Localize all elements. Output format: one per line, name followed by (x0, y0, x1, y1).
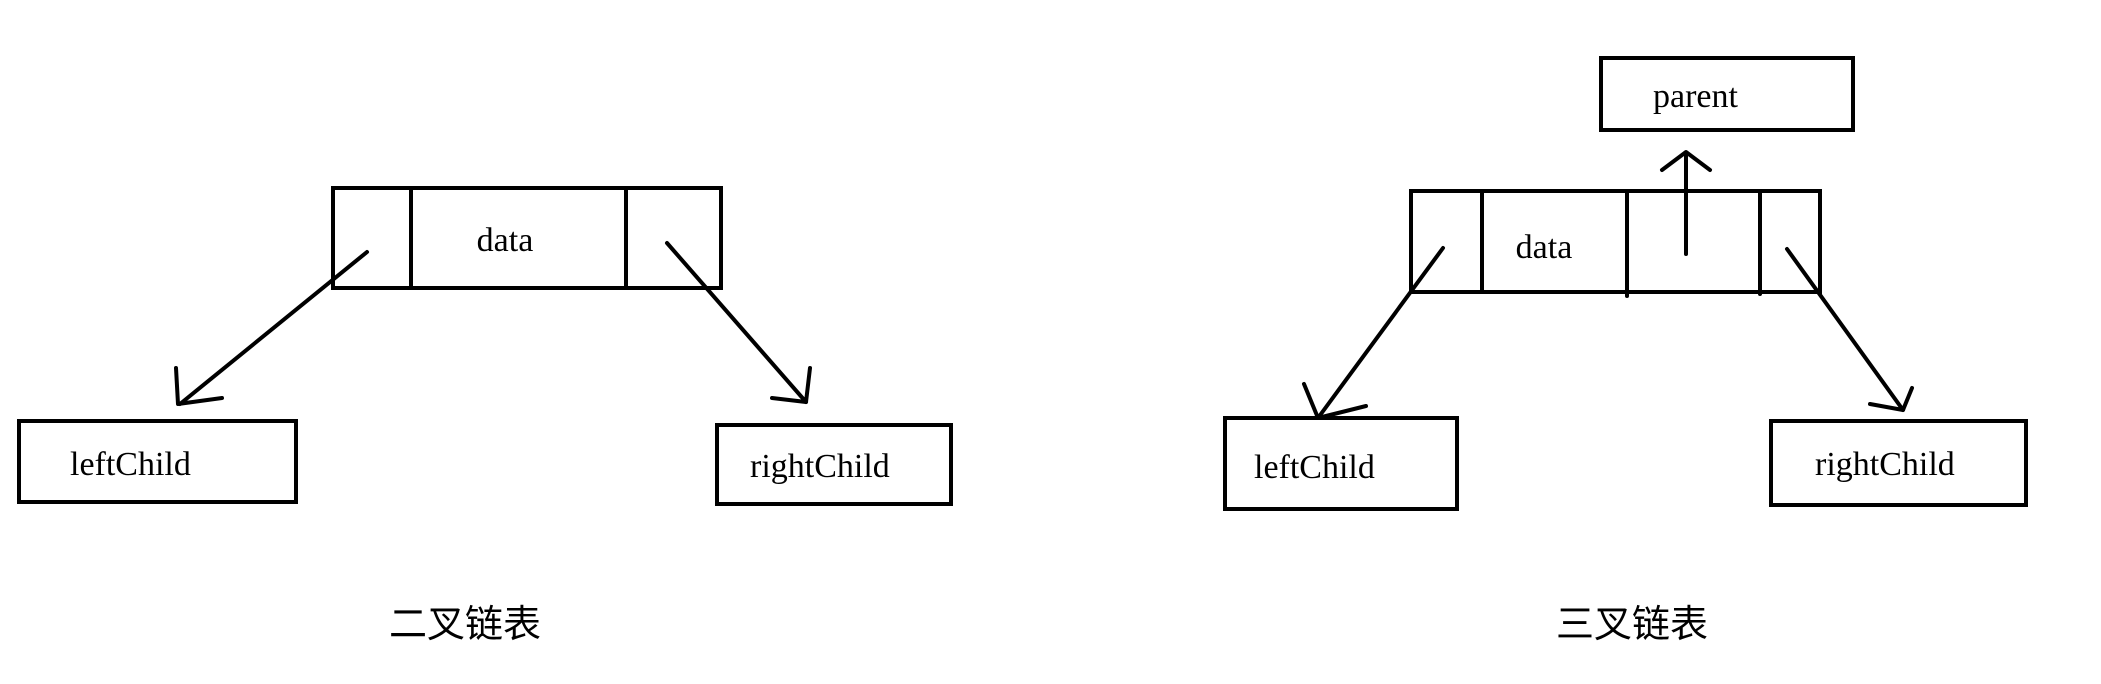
binary-right-child: rightChild (715, 423, 953, 506)
binary-left-arrow (174, 250, 369, 406)
ternary-parent-arrow (1660, 150, 1712, 256)
binary-left-child: leftChild (17, 419, 298, 504)
ternary-left-child-label: leftChild (1254, 449, 1375, 486)
binary-left-child-label: leftChild (70, 446, 191, 483)
binary-linked-list: data leftChild rightChild 二叉链表 (17, 186, 953, 646)
binary-right-child-box (715, 423, 953, 506)
binary-right-child-label: rightChild (750, 448, 890, 485)
ternary-right-child: rightChild (1769, 419, 2028, 507)
binary-right-arrow (665, 241, 812, 404)
ternary-right-child-label: rightChild (1815, 446, 1955, 483)
ternary-left-child: leftChild (1223, 416, 1459, 511)
binary-left-child-box (17, 419, 298, 504)
binary-data-label: data (477, 222, 534, 259)
ternary-parent: parent (1599, 56, 1855, 132)
ternary-data-label: data (1516, 229, 1573, 266)
binary-caption: 二叉链表 (389, 602, 541, 646)
binary-node: data (331, 186, 723, 290)
ternary-linked-list: parent data leftChild rightChild (1223, 56, 2028, 646)
ternary-left-arrow (1302, 246, 1445, 420)
ternary-right-child-box (1769, 419, 2028, 507)
ternary-parent-box (1599, 56, 1855, 132)
ternary-parent-label: parent (1653, 78, 1739, 115)
ternary-caption: 三叉链表 (1556, 602, 1708, 646)
binary-node-box (331, 186, 723, 290)
ternary-node: data (1409, 189, 1822, 298)
ternary-left-child-box (1223, 416, 1459, 511)
ternary-right-arrow (1785, 247, 1914, 412)
ternary-node-box (1409, 189, 1822, 294)
